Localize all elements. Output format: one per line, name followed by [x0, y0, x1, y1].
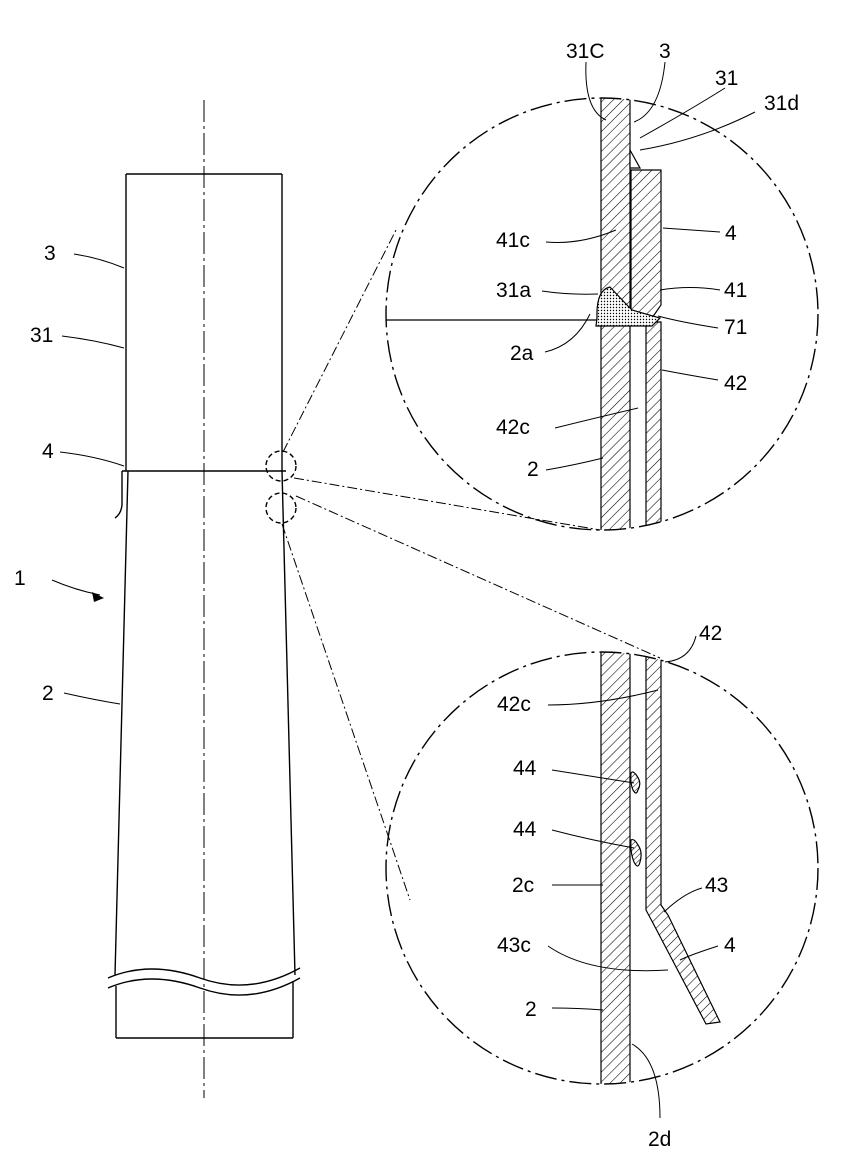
label-31C: 31C: [566, 40, 605, 63]
label-2-left: 2: [42, 682, 54, 705]
label-41: 41: [724, 279, 747, 302]
label-2-upper: 2: [527, 458, 539, 481]
pipe-2-wall-lower: [601, 640, 630, 1085]
label-31-left: 31: [30, 324, 53, 347]
label-4-upper: 4: [725, 222, 737, 245]
label-41c: 41c: [496, 229, 530, 252]
label-2d: 2d: [648, 1128, 671, 1151]
lower-pipe-left-edge: [115, 471, 128, 975]
main-view: [108, 100, 300, 1098]
label-3-left: 3: [44, 242, 56, 265]
label-42-upper: 42: [724, 372, 747, 395]
pipe-2-wall: [601, 322, 630, 540]
label-43: 43: [705, 874, 728, 897]
label-3-upper: 3: [659, 40, 671, 63]
detail-marker-upper: [266, 451, 296, 481]
upper-detail: [380, 80, 818, 540]
sleeve-41: [631, 170, 661, 318]
grip-44-lower: [631, 840, 641, 866]
label-44-second: 44: [513, 818, 537, 841]
label-2a: 2a: [510, 342, 534, 365]
label-4-lower: 4: [724, 934, 736, 957]
sleeve-42: [646, 322, 661, 540]
label-31a: 31a: [496, 279, 531, 302]
label-42-lower: 42: [699, 622, 722, 645]
lower-pipe-right-edge: [282, 471, 295, 975]
lower-detail: [386, 640, 818, 1085]
pipe-3-wall: [601, 80, 630, 318]
label-4-left: 4: [42, 440, 54, 463]
label-1: 1: [14, 567, 26, 590]
sleeve-left-lip: [115, 471, 122, 518]
detail-marker-lower: [266, 493, 296, 523]
label-44-first: 44: [513, 757, 537, 780]
label-71: 71: [724, 316, 747, 339]
label-42c-upper: 42c: [496, 416, 530, 439]
arrow-head-1: [92, 592, 104, 602]
label-2c: 2c: [512, 874, 534, 897]
label-43c: 43c: [497, 934, 531, 957]
sleeve-42-lower: [646, 640, 720, 1024]
label-31-upper: 31: [715, 67, 738, 90]
label-2-lower: 2: [525, 998, 537, 1021]
label-31d: 31d: [764, 92, 799, 115]
label-42c-lower: 42c: [497, 693, 531, 716]
labels: 3 31 4 1 2 31C 3 31 31d 41c 4 31a 41 2a …: [14, 40, 799, 1151]
